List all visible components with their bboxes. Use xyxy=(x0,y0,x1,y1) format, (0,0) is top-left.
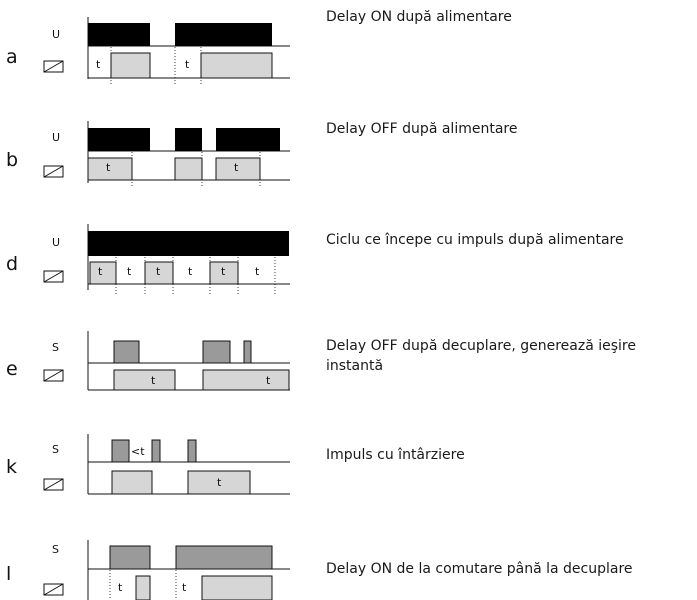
relay-coil-icon xyxy=(43,583,64,596)
row-letter: b xyxy=(6,149,18,171)
signal-label: U xyxy=(52,28,60,41)
signal-label: U xyxy=(52,236,60,249)
time-label: t xyxy=(127,265,132,278)
relay-trace: t t t t t t xyxy=(89,257,276,294)
switch-pulse xyxy=(175,545,273,570)
relay-trace: t t xyxy=(113,369,290,391)
switch-pulse xyxy=(113,340,140,364)
relay-pulse xyxy=(187,470,251,495)
row-letter: l xyxy=(6,563,11,585)
time-label: <t xyxy=(131,445,145,458)
row-b: b U t t Delay OFF după alimentare xyxy=(6,121,517,188)
row-d: d U t t t t t t Ciclu ce înc xyxy=(6,224,624,294)
row-letter: a xyxy=(6,46,18,68)
switch-trace xyxy=(87,540,290,600)
relay-coil-icon xyxy=(43,270,64,283)
time-label: t xyxy=(266,374,271,387)
signal-label: S xyxy=(52,443,59,456)
supply-trace xyxy=(87,17,290,79)
time-label: t xyxy=(221,265,226,278)
mode-description: instantă xyxy=(326,358,383,374)
time-label: t xyxy=(96,58,101,71)
row-letter: d xyxy=(6,253,18,275)
relay-pulse xyxy=(201,575,273,600)
mode-description: Impuls cu întârziere xyxy=(326,447,465,463)
relay-pulse xyxy=(200,52,273,79)
switch-pulse xyxy=(111,439,130,463)
switch-pulse xyxy=(187,439,197,463)
relay-trace: t xyxy=(111,470,251,495)
time-label: t xyxy=(217,476,222,489)
relay-pulse xyxy=(113,369,176,391)
row-a: a U t t Delay ON după alimentare xyxy=(6,9,512,86)
relay-coil-icon xyxy=(43,165,64,178)
row-letter: k xyxy=(6,456,17,478)
row-k: k S <t t Impuls cu întârziere xyxy=(6,434,465,495)
supply-pulse xyxy=(216,128,280,151)
relay-coil-icon xyxy=(43,60,64,73)
relay-trace: t t xyxy=(109,570,273,600)
time-label: t xyxy=(255,265,260,278)
time-label: t xyxy=(98,265,103,278)
relay-trace: t t xyxy=(96,47,273,86)
time-label: t xyxy=(185,58,190,71)
time-label: t xyxy=(151,374,156,387)
relay-pulse xyxy=(111,470,153,495)
signal-label: S xyxy=(52,341,59,354)
row-letter: e xyxy=(6,358,18,380)
relay-coil-icon xyxy=(43,369,64,382)
relay-pulse xyxy=(87,157,133,181)
switch-pulse xyxy=(243,340,252,364)
supply-pulse xyxy=(175,128,202,151)
supply-pulse xyxy=(88,128,150,151)
mode-description: Delay ON de la comutare până la decuplar… xyxy=(326,561,633,577)
relay-pulse xyxy=(202,369,290,391)
relay-pulse xyxy=(89,261,117,285)
time-label: t xyxy=(118,581,123,594)
time-label: t xyxy=(106,161,111,174)
time-label: t xyxy=(234,161,239,174)
mode-description: Delay OFF după decuplare, generează ieşi… xyxy=(326,338,636,354)
supply-trace xyxy=(87,224,290,290)
supply-pulse xyxy=(88,231,289,256)
signal-label: S xyxy=(52,543,59,556)
time-label: t xyxy=(156,265,161,278)
time-label: t xyxy=(188,265,193,278)
supply-pulse xyxy=(88,23,150,46)
mode-description: Ciclu ce începe cu impuls după alimentar… xyxy=(326,232,624,248)
relay-coil-icon xyxy=(43,478,64,491)
time-label: t xyxy=(182,581,187,594)
switch-pulse xyxy=(151,439,161,463)
mode-description: Delay OFF după alimentare xyxy=(326,121,517,137)
relay-pulse xyxy=(135,575,151,600)
relay-pulse xyxy=(215,157,261,181)
mode-description: Delay ON după alimentare xyxy=(326,9,512,25)
signal-label: U xyxy=(52,131,60,144)
relay-pulse xyxy=(174,157,203,181)
row-e: e S t t Delay OFF după decuplare, genere… xyxy=(6,331,636,391)
relay-trace: t t xyxy=(87,152,261,188)
switch-pulse xyxy=(109,545,151,570)
supply-pulse xyxy=(175,23,272,46)
row-l: l S t t Delay ON de la comutare până la … xyxy=(6,540,633,600)
relay-pulse xyxy=(110,52,151,79)
switch-pulse xyxy=(202,340,231,364)
